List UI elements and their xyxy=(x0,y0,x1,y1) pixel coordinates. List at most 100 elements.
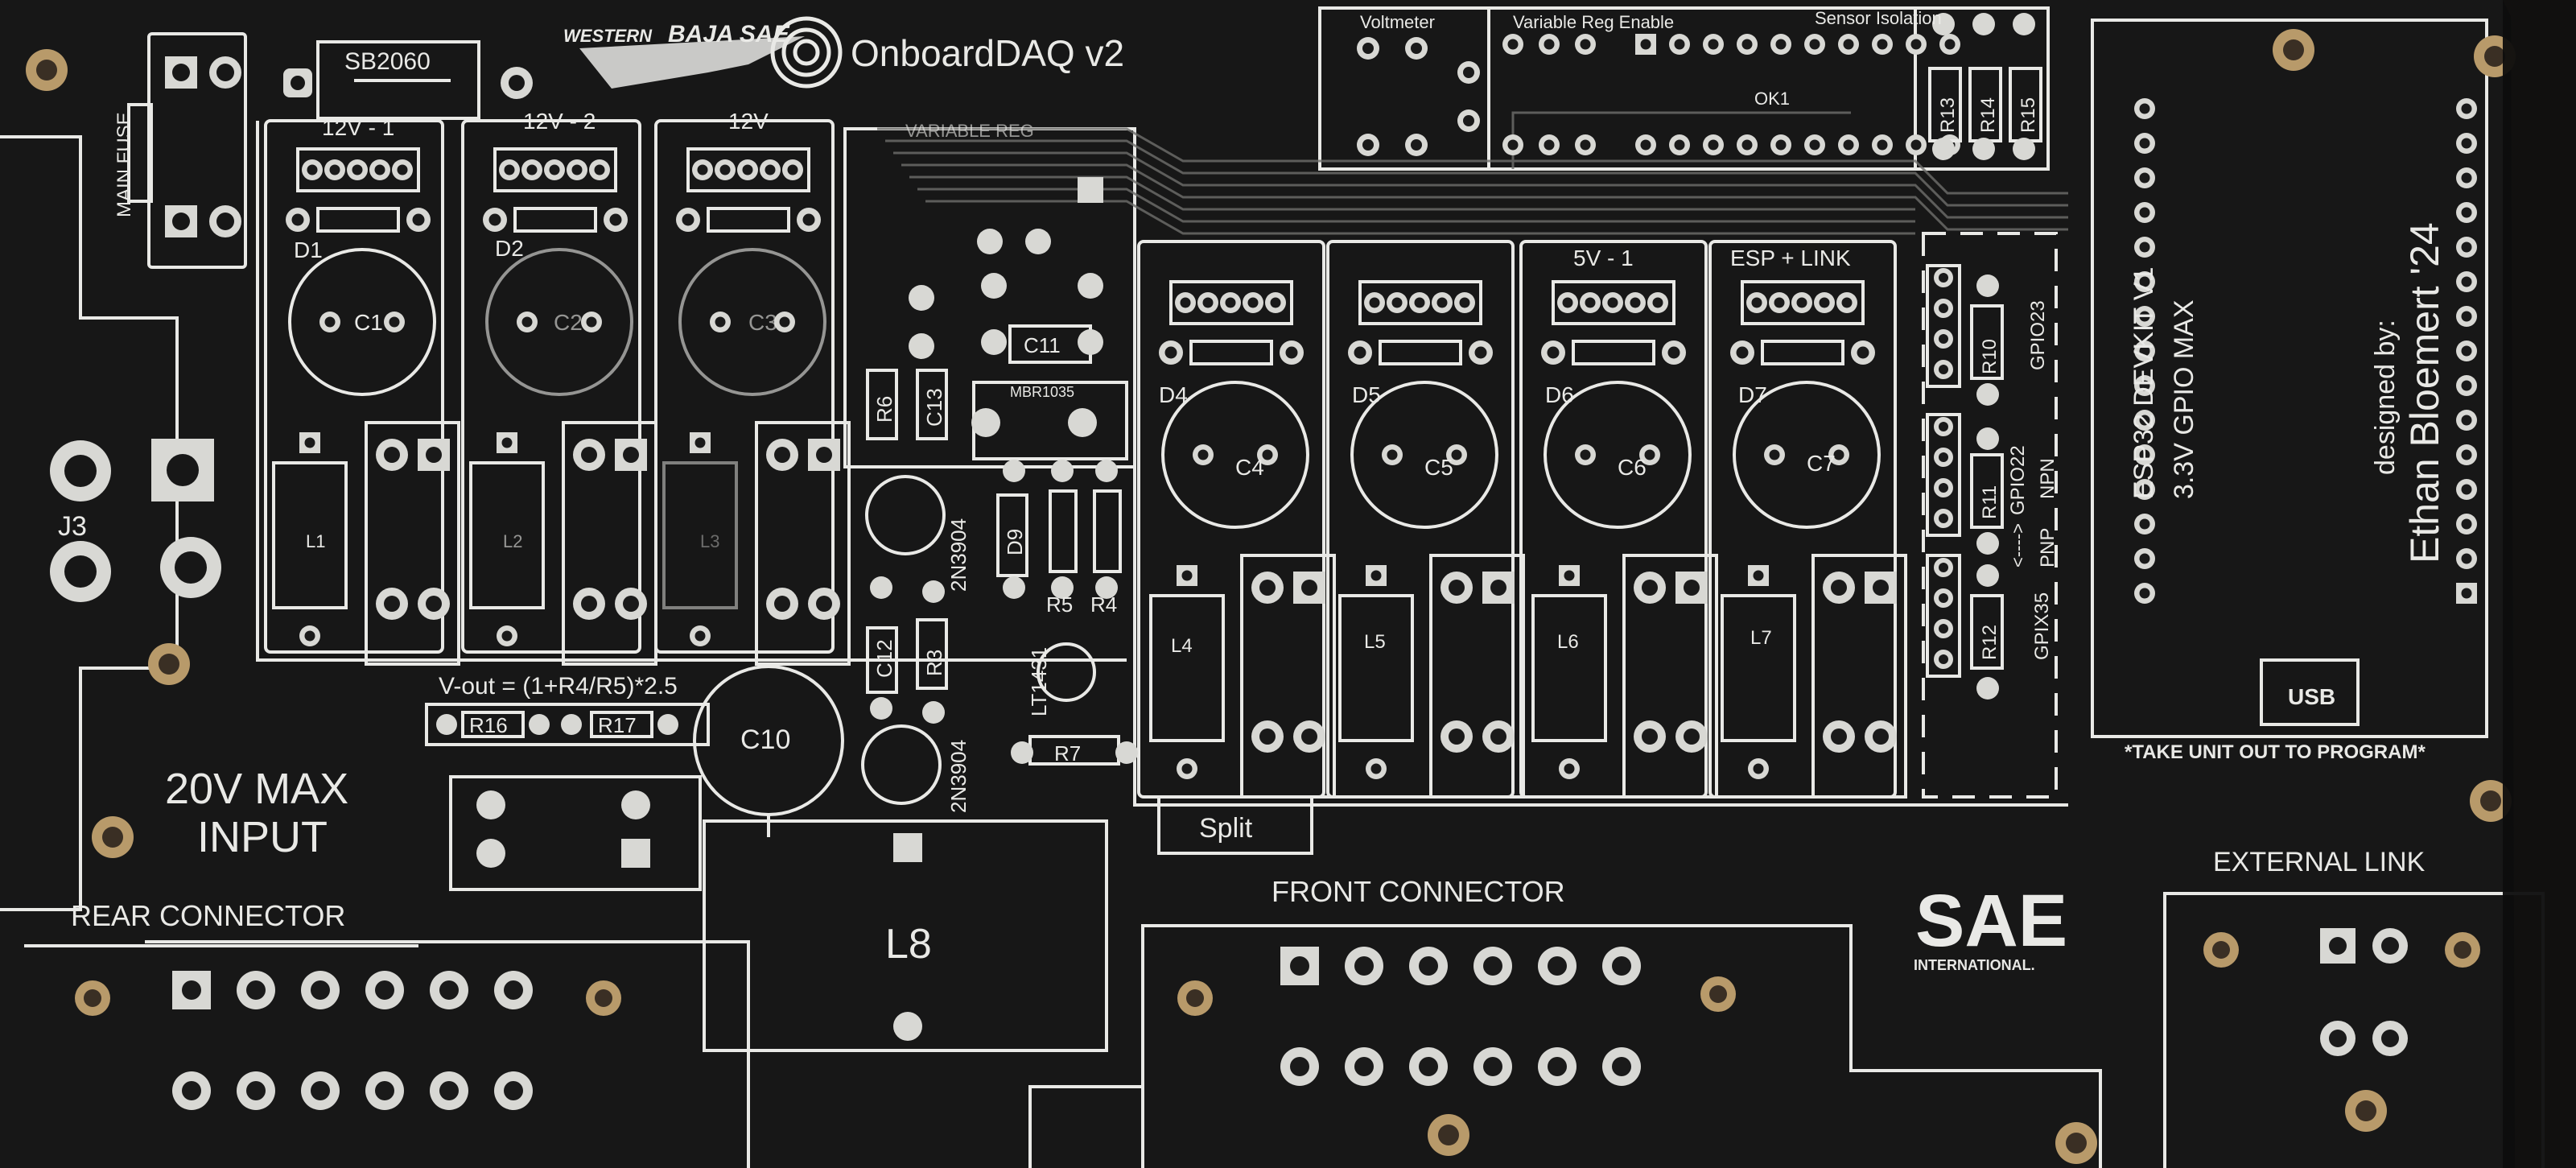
pad-hole xyxy=(549,164,560,175)
pad-hole xyxy=(774,596,790,612)
pad-hole xyxy=(2381,1030,2399,1047)
refdes-c11: C11 xyxy=(1024,333,1061,357)
pad-hole xyxy=(1580,449,1591,460)
pad-hole xyxy=(1857,346,1869,359)
pad-hole xyxy=(2139,588,2150,599)
pad-hole xyxy=(1644,449,1655,460)
pad-hole xyxy=(1301,580,1317,596)
pad-hole xyxy=(2461,380,2472,391)
pad-hole xyxy=(1419,956,1438,976)
pad-hole xyxy=(715,316,726,328)
pad-hole xyxy=(1753,570,1764,581)
pad-hole xyxy=(2139,449,2150,460)
label-pnp: PNP xyxy=(2037,528,2059,567)
pad-hole xyxy=(1483,956,1502,976)
pad-hole xyxy=(1751,297,1762,308)
label-variable-reg-enable: Variable Reg Enable xyxy=(1513,12,1674,32)
pad-hole xyxy=(2461,207,2472,218)
pad-hole xyxy=(1877,39,1888,50)
header-outline xyxy=(296,147,420,192)
pad-hole xyxy=(1391,297,1403,308)
pad-hole xyxy=(1796,297,1807,308)
refdes-gpio35: GPIX35 xyxy=(2031,592,2053,660)
pad-hole xyxy=(1362,139,1374,151)
pad-hole xyxy=(1741,39,1753,50)
pad-hole xyxy=(389,316,400,328)
pad-hole xyxy=(1769,449,1780,460)
terminal-outline xyxy=(1622,554,1718,799)
refdes-l6: L6 xyxy=(1557,631,1579,653)
pad-hole xyxy=(1548,1057,1567,1076)
pad-hole xyxy=(2461,276,2472,287)
label-usb: USB xyxy=(2288,684,2335,709)
header-outline xyxy=(1169,280,1293,325)
pad-hole xyxy=(304,437,315,448)
esp-module-subtitle: 3.3V GPIO MAX xyxy=(2169,299,2199,499)
refdes-r7: R7 xyxy=(1054,741,1081,766)
label-rail-2: 12V - 2 xyxy=(523,109,596,134)
pcb-board-face xyxy=(0,0,2503,1168)
connector-pads xyxy=(172,928,2408,1110)
pad-hole xyxy=(1642,728,1658,745)
pad-hole xyxy=(787,164,798,175)
refdes-r16: R16 xyxy=(469,713,508,737)
pad-hole xyxy=(694,630,706,642)
pad-hole xyxy=(1270,297,1281,308)
pad-hole xyxy=(374,164,385,175)
pad-hole xyxy=(1544,39,1555,50)
inductor-outline xyxy=(469,461,545,609)
pad-hole xyxy=(1841,297,1853,308)
pad-hole xyxy=(1285,346,1298,359)
diode-outline xyxy=(513,207,597,233)
pad-hole xyxy=(1459,297,1470,308)
refdes-gpio23: GPIO23 xyxy=(2027,300,2049,370)
pad-hole xyxy=(765,164,776,175)
pad-hole xyxy=(1684,580,1700,596)
pad-hole xyxy=(329,164,340,175)
refdes-c2: C2 xyxy=(554,310,583,335)
label-npn: NPN xyxy=(2037,458,2059,499)
top-header-pads xyxy=(1357,34,1960,156)
refdes-l3: L3 xyxy=(700,531,719,551)
capacitor-outline xyxy=(678,248,826,396)
label-rail-3: 12V xyxy=(728,109,769,134)
refdes-l7: L7 xyxy=(1750,627,1772,649)
label-esp-link: ESP + LINK xyxy=(1730,246,1851,270)
refdes-r10: R10 xyxy=(1979,339,2001,374)
pad-hole xyxy=(1463,67,1474,78)
pad-hole xyxy=(1674,39,1685,50)
label-j3: J3 xyxy=(58,511,87,542)
pad-hole xyxy=(2461,553,2472,564)
mounting-holes xyxy=(26,29,2516,1164)
pad-hole xyxy=(682,213,694,226)
pad-hole xyxy=(2461,138,2472,149)
label-sensor-isolation: Sensor Isolation xyxy=(1815,8,1942,28)
pad-hole xyxy=(1544,139,1555,151)
header-outline xyxy=(1741,280,1865,325)
refdes-d4: D4 xyxy=(1159,382,1188,407)
label-main-fuse: MAIN FUSE xyxy=(113,112,135,217)
sb2060-pads xyxy=(283,67,533,99)
pad-hole xyxy=(2139,484,2150,495)
pad-hole xyxy=(501,630,513,642)
pad-hole xyxy=(1370,763,1382,774)
pad-hole xyxy=(1873,580,1889,596)
capacitor-outline xyxy=(1350,381,1498,529)
capacitor-outline xyxy=(1544,381,1692,529)
terminal-outline xyxy=(562,421,657,666)
refdes-l1: L1 xyxy=(306,531,325,551)
pad-hole xyxy=(1809,39,1820,50)
pad-hole xyxy=(1354,956,1374,976)
pad-hole xyxy=(2139,415,2150,426)
pad-hole xyxy=(1708,139,1719,151)
pad-hole xyxy=(1939,483,1948,493)
label-rail-5v: 5V - 1 xyxy=(1573,246,1634,270)
pad-hole xyxy=(426,447,442,463)
pad-hole xyxy=(1585,297,1596,308)
pad-hole xyxy=(2329,1030,2347,1047)
pad-hole xyxy=(581,447,597,463)
capacitor-outline xyxy=(1733,381,1881,529)
pad-hole xyxy=(1180,297,1191,308)
diode-outline xyxy=(1572,340,1655,365)
pad-hole xyxy=(1562,297,1573,308)
